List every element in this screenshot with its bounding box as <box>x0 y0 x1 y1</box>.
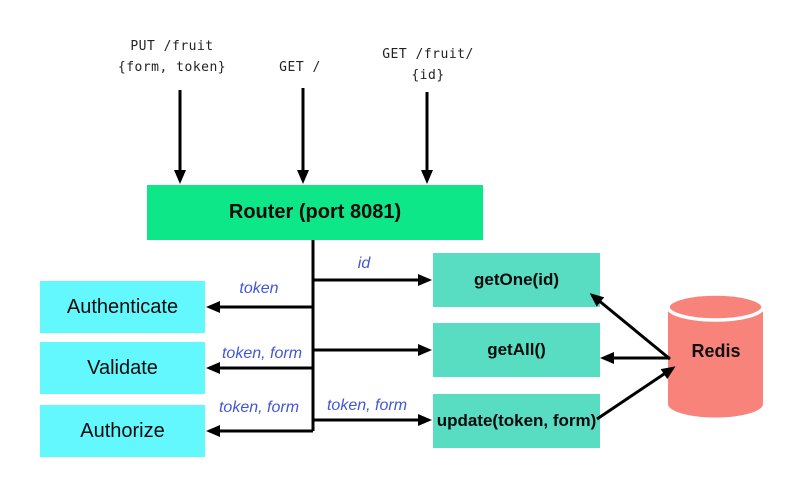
request-line-2: {form, token} <box>117 60 227 75</box>
handler-box-getall: getAll() <box>433 323 600 377</box>
edge-label-token-form-validate: token, form <box>221 345 303 362</box>
edge-label-token: token <box>239 280 279 297</box>
middleware-box-authorize: Authorize <box>40 405 205 457</box>
request-line-1: GET /fruit/ <box>382 47 474 62</box>
middleware-box-authenticate: Authenticate <box>40 281 205 333</box>
handler-box-getone: getOne(id) <box>433 253 600 307</box>
request-line-2: {id} <box>411 68 445 83</box>
arrow-update-to-redis <box>596 366 676 421</box>
request-label-get-root: GET / <box>240 57 360 78</box>
request-line-1: PUT /fruit <box>130 39 214 54</box>
arrow-redis-to-getone <box>589 293 671 361</box>
router-box: Router (port 8081) <box>147 185 483 240</box>
edge-label-id: id <box>357 255 371 272</box>
request-label-put-fruit: PUT /fruit {form, token} <box>87 36 257 78</box>
request-line-1: GET / <box>279 60 321 75</box>
redis-label: Redis <box>691 341 741 361</box>
request-label-get-fruit-id: GET /fruit/ {id} <box>343 44 513 86</box>
edge-label-token-form-authorize: token, form <box>218 399 300 416</box>
middleware-box-validate: Validate <box>40 342 205 394</box>
edge-label-token-form-update: token, form <box>326 397 408 414</box>
handler-box-update: update(token, form) <box>433 394 600 448</box>
